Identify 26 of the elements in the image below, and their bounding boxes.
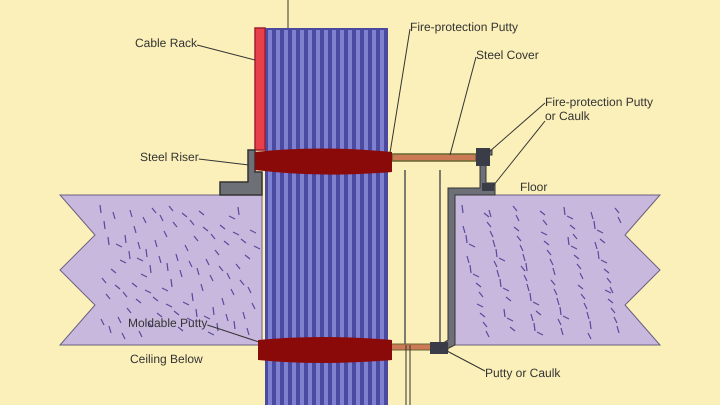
leader-line: [492, 120, 546, 186]
part-label: Fire-protection Putty or Caulk: [545, 95, 655, 123]
leader-line: [196, 44, 256, 60]
cable-rack: [254, 27, 266, 151]
leader-line: [206, 324, 260, 342]
area-label: Floor: [520, 180, 548, 194]
part-label: Steel Riser: [140, 150, 199, 164]
bolt: [476, 148, 490, 166]
putty-band: [258, 337, 392, 363]
leader-line: [446, 350, 486, 372]
part-label: Fire-protection Putty: [410, 20, 518, 34]
steel-sleeve: [404, 169, 441, 346]
putty-band: [255, 148, 392, 175]
leader-line: [198, 158, 250, 166]
part-label: Cable Rack: [135, 36, 198, 50]
caulk-bead: [482, 183, 494, 191]
part-label: Moldable Putty: [128, 316, 208, 330]
area-label: Ceiling Below: [130, 352, 203, 366]
leader-line: [450, 56, 476, 156]
part-label: Putty or Caulk: [485, 366, 560, 380]
leader-line: [390, 28, 410, 154]
caulk-bead: [430, 342, 448, 354]
leader-line: [488, 102, 546, 152]
part-label: Steel Cover: [476, 48, 539, 62]
steel-riser: [219, 149, 263, 196]
steel-cover: [391, 153, 477, 162]
